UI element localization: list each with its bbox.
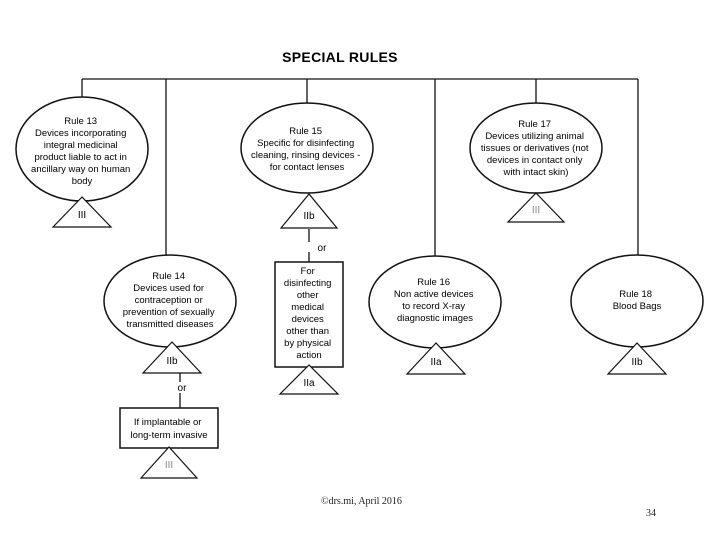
rule-13-line: integral medicinal xyxy=(44,140,118,151)
rule-16-line: to record X-ray xyxy=(402,301,465,312)
rule-14-alt-text: If implantable or long-term invasive xyxy=(130,417,207,441)
diagram-title: SPECIAL RULES xyxy=(282,49,398,65)
rule-15-text: Rule 15 Specific for disinfecting cleani… xyxy=(251,126,363,173)
rule-17-line: Devices utilizing animal xyxy=(485,131,584,142)
rule-15-alt-box: For disinfecting other medical devices o… xyxy=(274,261,344,395)
rule-17-line: devices in contact only xyxy=(487,155,583,166)
rule-15-ellipse xyxy=(240,102,374,194)
rule-14-alt-line: long-term invasive xyxy=(130,430,207,441)
rule-16-text: Rule 16 Non active devices to record X-r… xyxy=(394,277,476,324)
rule-16-line: Non active devices xyxy=(394,289,474,300)
rule-14-name: Rule 14 xyxy=(152,271,185,282)
rule-14-class: IIb xyxy=(166,356,178,367)
rule-14-alt-rect xyxy=(119,407,219,449)
rule-13-text: Rule 13 Devices incorporating integral m… xyxy=(31,116,133,187)
rule-15-alt-line: devices xyxy=(292,314,324,325)
rule-15-alt-line: other than xyxy=(286,326,329,337)
rule-14-line: Devices used for xyxy=(133,283,204,294)
rule-15-alt-line: action xyxy=(296,350,321,361)
rule-15-alt-line: disinfecting xyxy=(284,278,332,289)
rule-16-class: IIa xyxy=(430,357,442,368)
copyright-footer: ©drs.mi, April 2016 xyxy=(321,496,402,507)
rule-14-line: transmitted diseases xyxy=(126,319,213,330)
rule-15-alt-line: medical xyxy=(291,302,324,313)
rule-14-alt-box: If implantable or long-term invasive III xyxy=(119,407,219,479)
rule-16-node: Rule 16 Non active devices to record X-r… xyxy=(368,255,502,375)
rule-15-alt-line: other xyxy=(297,290,319,301)
rule-14-line: prevention of sexually xyxy=(123,307,215,318)
rule-13-name: Rule 13 xyxy=(64,116,97,127)
rule-16-name: Rule 16 xyxy=(417,277,450,288)
or-label-rule-15: or xyxy=(318,243,328,254)
rule-16-line: diagnostic images xyxy=(397,313,473,324)
rule-17-node: Rule 17 Devices utilizing animal tissues… xyxy=(469,102,603,223)
rule-14-alt-class-triangle xyxy=(139,446,199,479)
page-number: 34 xyxy=(646,508,656,519)
rule-13-line: Devices incorporating xyxy=(35,128,126,139)
rule-15-alt-line: For xyxy=(301,266,315,277)
rule-16-class-triangle xyxy=(405,342,467,375)
rule-13-line: body xyxy=(72,176,93,187)
rule-18-node: Rule 18 Blood Bags IIb xyxy=(570,254,704,375)
rule-13-node: Rule 13 Devices incorporating integral m… xyxy=(15,96,149,228)
rule-15-alt-class: IIa xyxy=(303,378,315,389)
rule-17-class-triangle xyxy=(506,192,566,223)
rule-14-text: Rule 14 Devices used for contraception o… xyxy=(123,271,218,330)
rule-17-line: with intact skin) xyxy=(503,167,569,178)
rule-17-class: III xyxy=(532,205,540,216)
rule-17-line: tissues or derivatives (not xyxy=(481,143,589,154)
rule-14-alt-line: If implantable or xyxy=(134,417,202,428)
rule-15-class-triangle xyxy=(279,193,339,229)
rule-13-line: product liable to act in xyxy=(34,152,126,163)
or-label-rule-14: or xyxy=(178,383,188,394)
rule-18-line: Blood Bags xyxy=(613,301,662,312)
rule-18-class-triangle xyxy=(606,342,668,375)
rule-13-line: ancillary way on human xyxy=(31,164,130,175)
rule-15-line: for contact lenses xyxy=(270,162,345,173)
rule-13-class-triangle xyxy=(51,196,113,228)
rule-14-class-triangle xyxy=(141,341,203,374)
rule-14-node: Rule 14 Devices used for contraception o… xyxy=(103,254,237,374)
rule-15-alt-rect xyxy=(274,261,344,368)
connector-lines xyxy=(81,78,639,408)
rule-15-node: Rule 15 Specific for disinfecting cleani… xyxy=(240,102,374,229)
rule-15-alt-class-triangle xyxy=(278,364,340,395)
rule-17-text: Rule 17 Devices utilizing animal tissues… xyxy=(481,119,591,178)
rule-18-name: Rule 18 xyxy=(619,289,652,300)
rule-17-name: Rule 17 xyxy=(518,119,551,130)
rule-15-class: IIb xyxy=(303,211,315,222)
rule-14-line: contraception or xyxy=(135,295,203,306)
rule-15-alt-line: by physical xyxy=(284,338,331,349)
rule-15-alt-text: For disinfecting other medical devices o… xyxy=(284,266,334,361)
rule-15-line: cleaning, rinsing devices - xyxy=(251,150,360,161)
rule-14-alt-class: III xyxy=(165,460,173,471)
rule-13-class: III xyxy=(78,210,86,221)
rule-15-name: Rule 15 xyxy=(289,126,322,137)
rule-18-class: IIb xyxy=(631,357,643,368)
rule-18-text: Rule 18 Blood Bags xyxy=(613,289,662,312)
rule-15-line: Specific for disinfecting xyxy=(257,138,354,149)
